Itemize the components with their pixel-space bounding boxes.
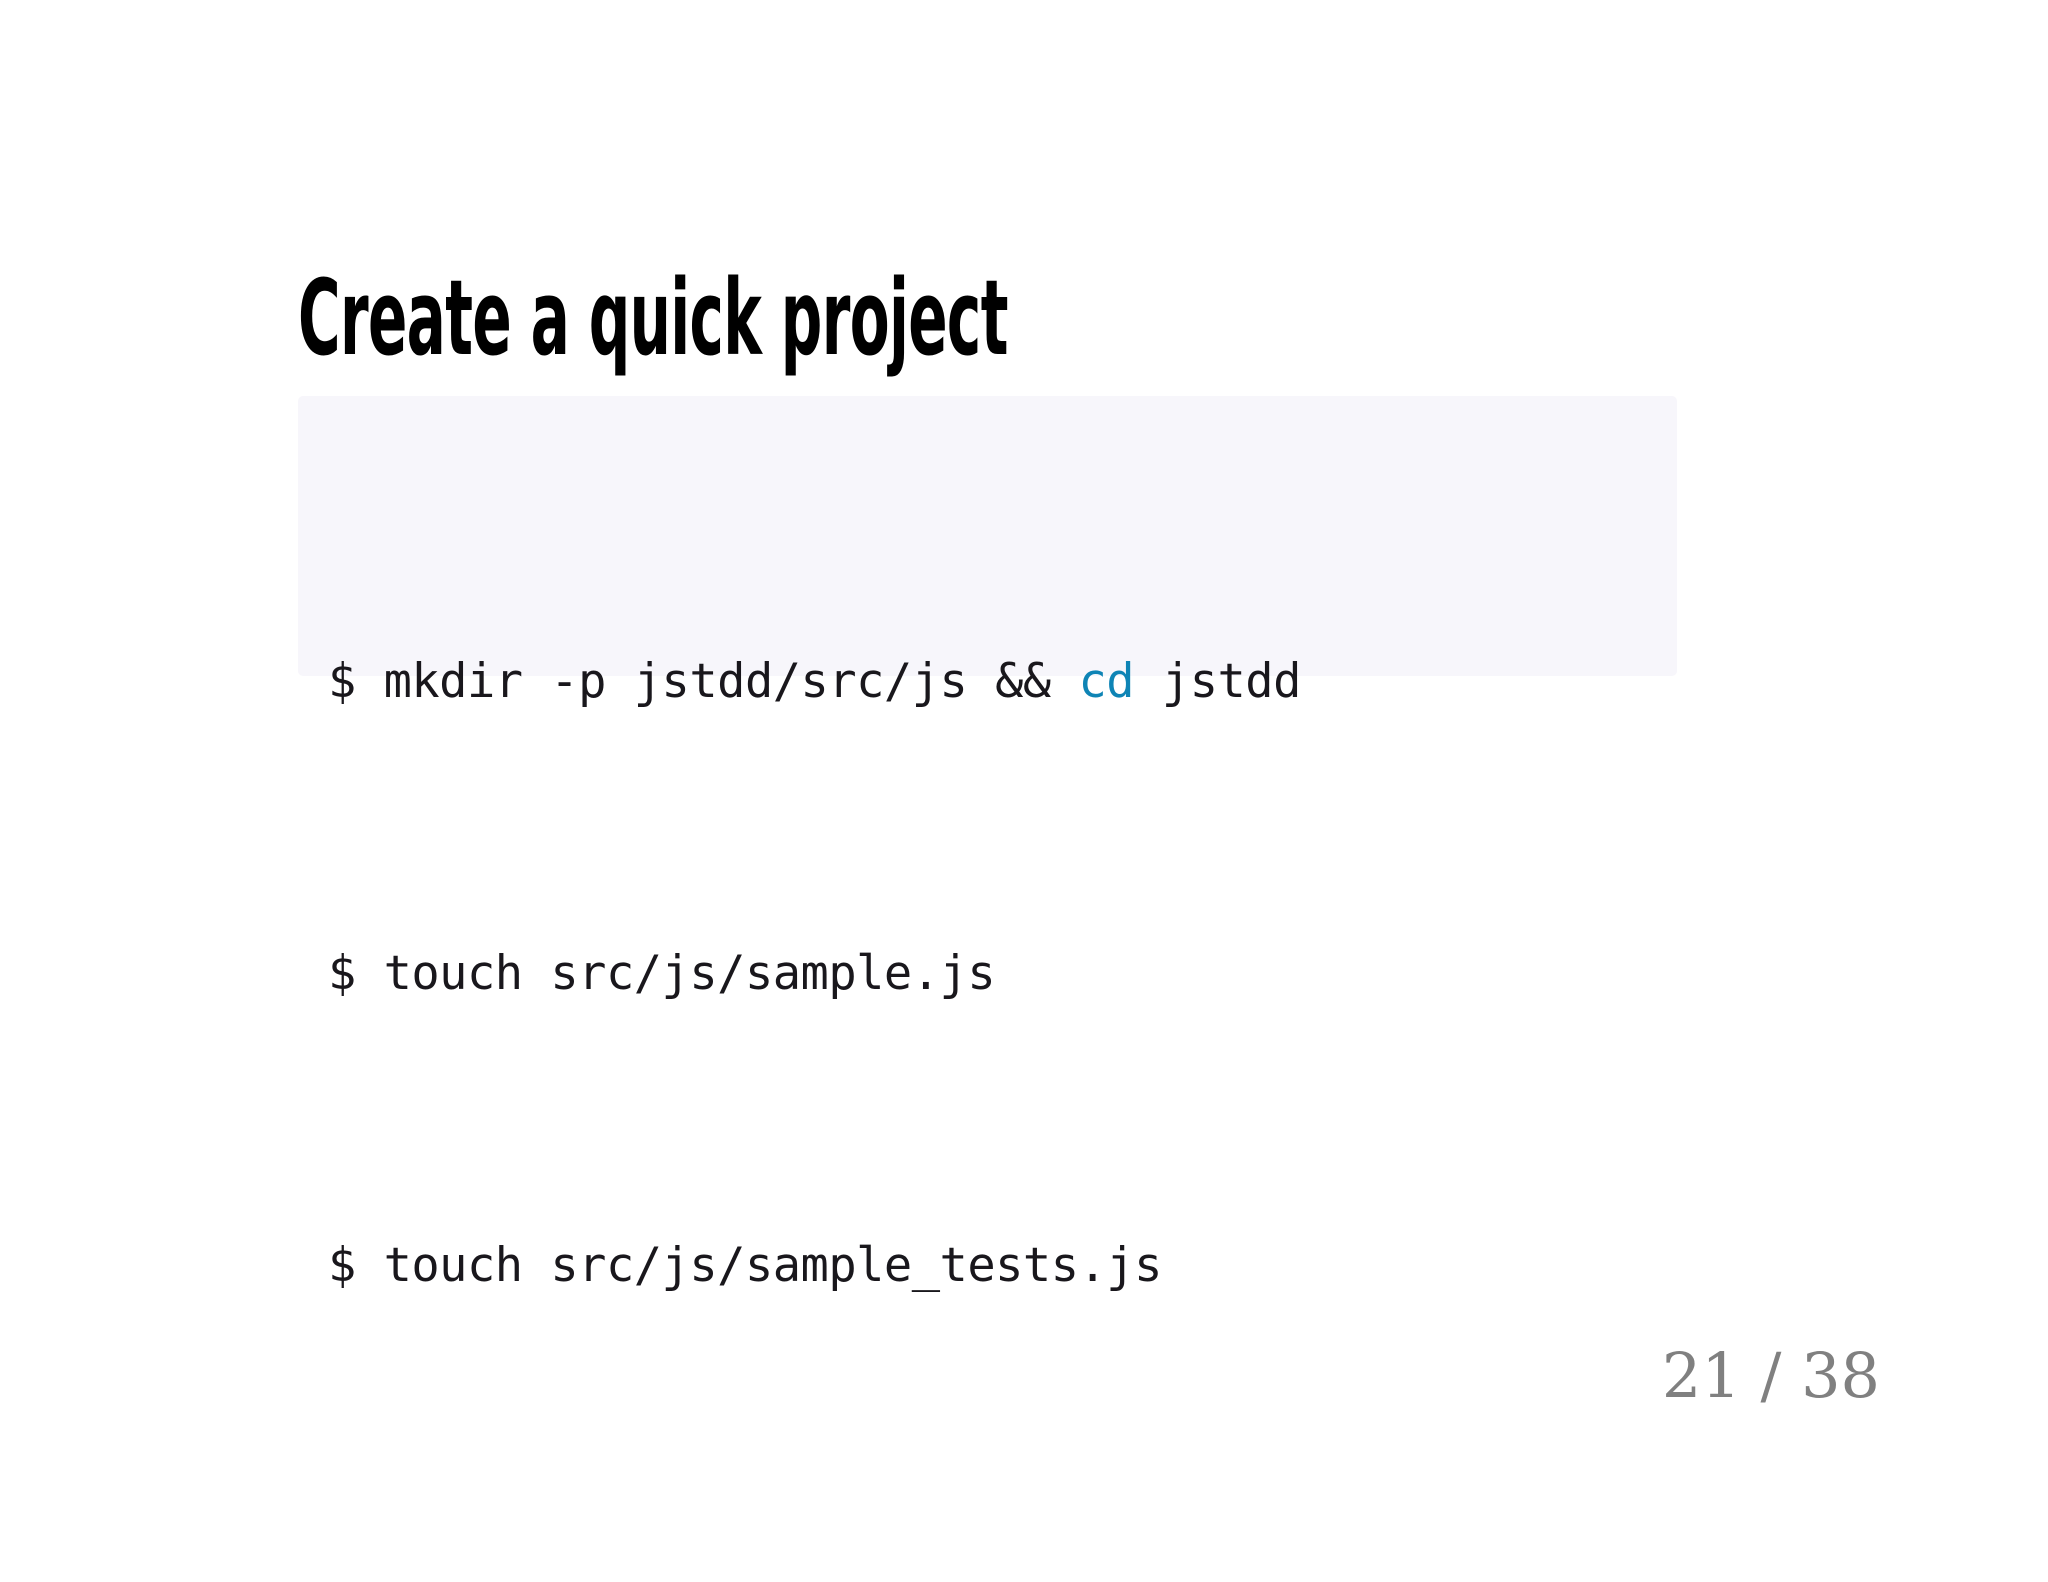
shell-prompt: $ <box>328 654 384 709</box>
code-text: jstdd <box>1134 654 1301 709</box>
page-counter: 21 / 38 <box>1661 1339 1880 1412</box>
page-title: Create a quick project <box>298 256 1008 379</box>
code-keyword-cd: cd <box>1078 654 1135 709</box>
code-text: touch src/js/sample_tests.js <box>383 1238 1163 1293</box>
code-text: touch src/js/sample.js <box>383 946 996 1001</box>
code-line: $ touch src/js/sample_tests.js <box>328 1229 1677 1302</box>
shell-prompt: $ <box>328 1238 384 1293</box>
code-text: mkdir -p jstdd/src/js && <box>383 654 1079 709</box>
code-line: $ touch src/js/sample.js <box>328 937 1677 1010</box>
code-lines: $ mkdir -p jstdd/src/js && cd jstdd $ to… <box>328 426 1677 1521</box>
code-line: $ mkdir -p jstdd/src/js && cd jstdd <box>328 645 1677 718</box>
code-block: $ mkdir -p jstdd/src/js && cd jstdd $ to… <box>298 396 1677 1293</box>
shell-prompt: $ <box>328 946 384 1001</box>
